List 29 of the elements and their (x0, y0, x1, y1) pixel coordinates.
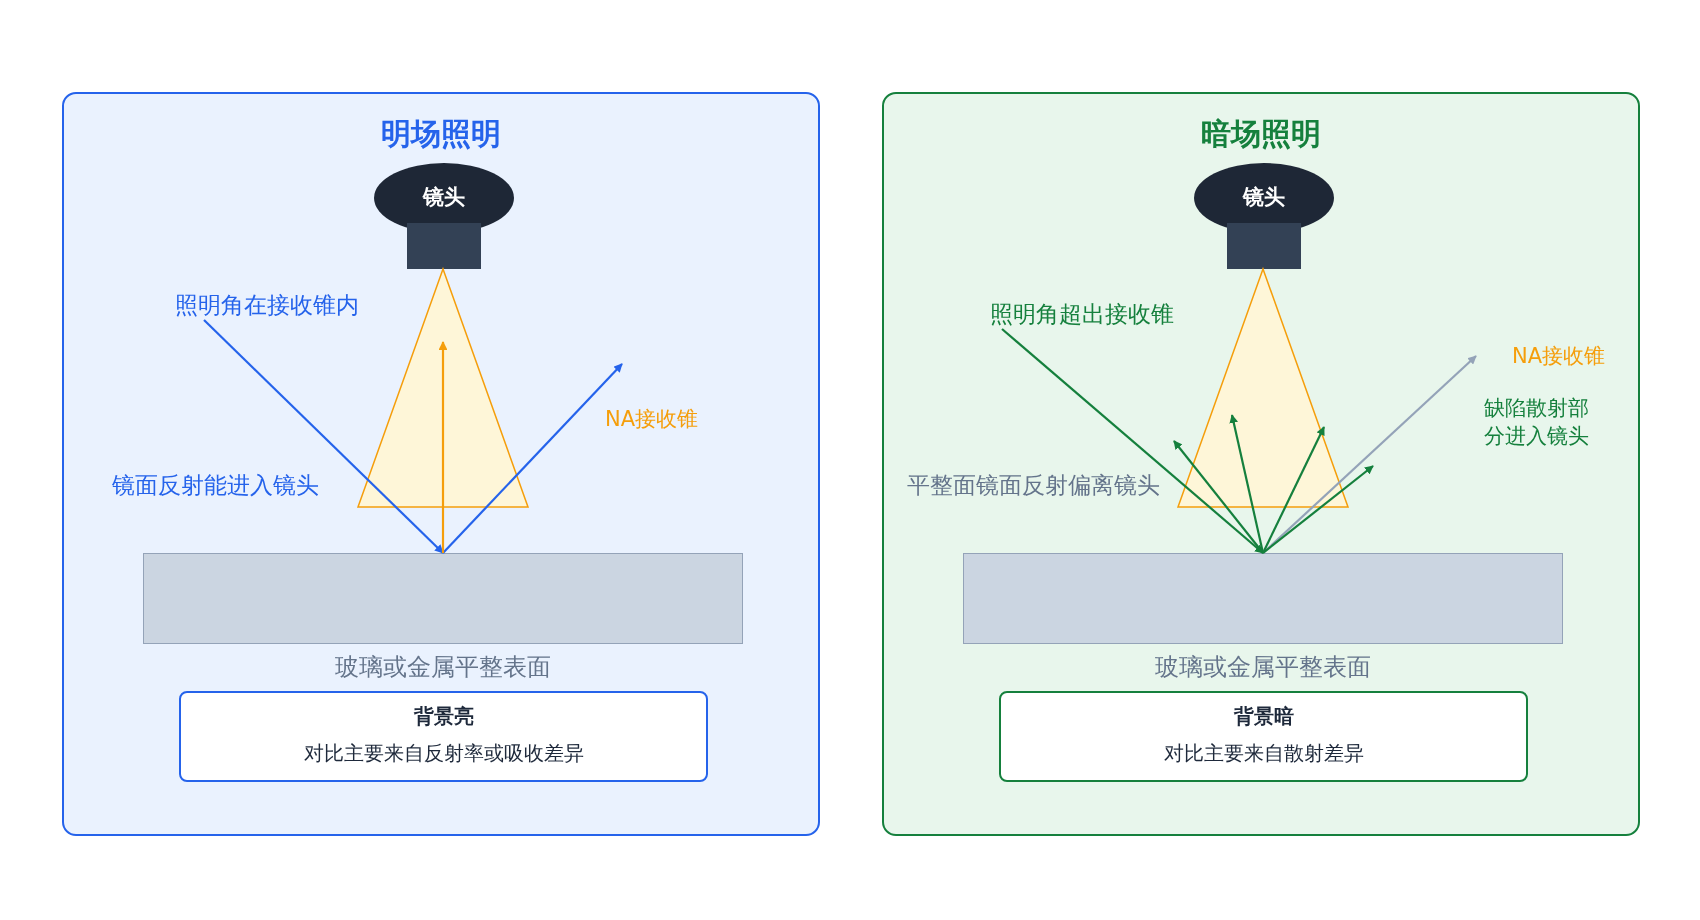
annotation-label: NA接收锥 (605, 406, 699, 433)
annotation-label: 照明角在接收锥内 (175, 290, 375, 320)
result-text: 对比主要来自散射差异 (1162, 740, 1365, 767)
result-box (179, 691, 708, 782)
light-ray-arrow (203, 319, 444, 554)
light-ray-arrow (442, 363, 623, 554)
annotation-label: 平整面镜面反射偏离镜头 (907, 471, 1160, 500)
light-ray-arrow (1262, 465, 1374, 554)
light-ray-arrow (438, 341, 448, 553)
light-ray-arrow (1262, 426, 1325, 554)
lens-label: 镜头 (421, 184, 466, 211)
light-ray-arrow (1001, 328, 1264, 554)
panel-title: 明场照明 (380, 115, 502, 153)
annotation-label: 镜面反射能进入镜头 (112, 471, 319, 500)
surface-label: 玻璃或金属平整表面 (1154, 652, 1372, 683)
panel-title: 暗场照明 (1200, 115, 1322, 153)
panel (62, 92, 820, 836)
annotation-label: 照明角超出接收锥 (990, 299, 1230, 329)
panel (882, 92, 1640, 836)
surface-label: 玻璃或金属平整表面 (334, 652, 552, 683)
light-ray-arrow (1229, 414, 1265, 554)
result-text: 对比主要来自反射率或吸收差异 (302, 740, 585, 767)
result-box (999, 691, 1528, 782)
annotation-label: 缺陷散射部分进入镜头 (1484, 395, 1590, 450)
result-heading: 背景亮 (412, 703, 475, 730)
lens-label: 镜头 (1241, 184, 1286, 211)
result-heading: 背景暗 (1232, 703, 1295, 730)
annotation-label: NA接收锥 (1512, 343, 1606, 370)
light-ray-arrow (1173, 440, 1264, 554)
